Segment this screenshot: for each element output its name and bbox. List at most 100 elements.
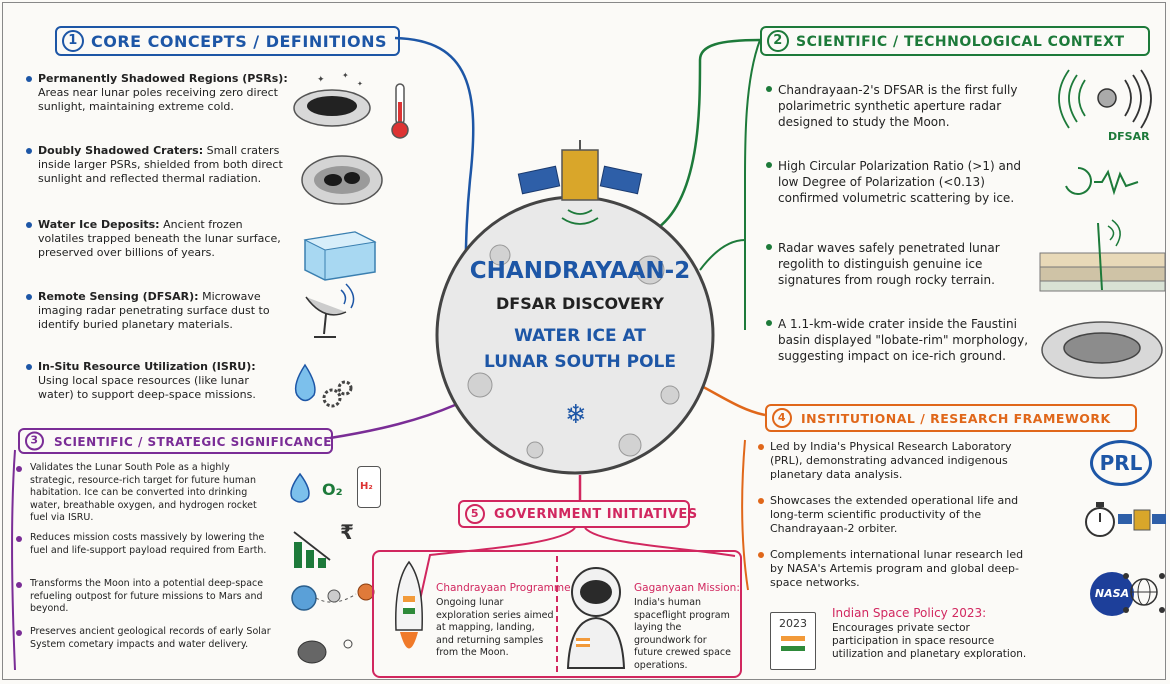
regolith-layers-icon (1039, 219, 1166, 292)
core-item-remote-sensing: Remote Sensing (DFSAR): Microwave imagin… (26, 290, 283, 332)
core-item-text: Microwave imaging radar penetrating surf… (38, 290, 270, 331)
institutional-item-1: Led by India's Physical Research Laborat… (758, 440, 1038, 482)
ice-block-icon (303, 231, 377, 281)
section-2-header: 2 SCIENTIFIC / TECHNOLOGICAL CONTEXT (760, 26, 1150, 56)
section-5-header: 5 GOVERNMENT INITIATIVES (458, 500, 697, 528)
significance-item-text: Validates the Lunar South Pole as a high… (30, 462, 257, 523)
rupee-icon: ₹ (340, 520, 354, 544)
section-5-number: 5 (465, 504, 485, 524)
institutional-item-text: Complements international lunar research… (770, 548, 1024, 589)
nasa-logo-text: NASA (1094, 587, 1130, 600)
government-divider (556, 556, 558, 672)
small-satellite-icon (1118, 509, 1166, 531)
moon-title: CHANDRAYAAN-2 (469, 258, 691, 284)
dfsar-label: DFSAR (1108, 130, 1150, 143)
context-item-1: Chandrayaan-2's DFSAR is the first fully… (766, 82, 1028, 130)
svg-text:✦: ✦ (342, 71, 349, 80)
chandrayaan-programme-title: Chandrayaan Programme: (436, 582, 575, 594)
core-item-text: Areas near lunar poles receiving zero di… (38, 86, 278, 113)
svg-text:✦: ✦ (357, 80, 363, 88)
prl-logo-text: PRL (1099, 451, 1143, 475)
moon-line-3: WATER ICE AT (514, 326, 646, 346)
chandrayaan-programme-text: Ongoing lunar exploration series aimed a… (436, 597, 554, 658)
section-1-title: CORE CONCEPTS / DEFINITIONS (91, 32, 388, 51)
gaganyaan-mission-title: Gaganyaan Mission: (634, 582, 740, 594)
water-drop-gear-icon (294, 363, 353, 408)
hydrogen-canister-icon: H₂ (357, 466, 381, 508)
significance-item-text: Preserves ancient geological records of … (30, 626, 271, 650)
thermometer-icon (391, 83, 409, 139)
section-3-number: 3 (25, 431, 44, 451)
hydrogen-label: H₂ (360, 481, 373, 492)
asteroid-icon (297, 639, 353, 664)
section-4-number: 4 (772, 408, 792, 428)
stopwatch-icon (1085, 502, 1115, 537)
policy-title: Indian Space Policy 2023: (832, 606, 987, 620)
section-1-header: 1 CORE CONCEPTS / DEFINITIONS (55, 26, 400, 56)
snowflake-icon: ❄ (565, 400, 587, 430)
context-item-text: Radar waves safely penetrated lunar rego… (778, 241, 1000, 287)
government-box (372, 550, 742, 678)
core-item-text: Ancient frozen volatiles trapped beneath… (38, 218, 281, 259)
core-item-isru: In-Situ Resource Utilization (ISRU): Usi… (26, 360, 288, 402)
astronaut-icon (566, 567, 626, 669)
polarization-icon (1065, 167, 1139, 196)
moon-subtitle: DFSAR DISCOVERY (495, 294, 665, 313)
moon-illustration (435, 195, 715, 475)
prl-logo: PRL (1090, 440, 1152, 486)
core-item-water-ice: Water Ice Deposits: Ancient frozen volat… (26, 218, 283, 260)
section-3-title: SCIENTIFIC / STRATEGIC SIGNIFICANCE (54, 435, 332, 449)
policy-document-icon: 2023 (770, 612, 816, 670)
core-item-term: Permanently Shadowed Regions (PSRs): (38, 72, 288, 85)
svg-text:✦: ✦ (317, 75, 325, 85)
significance-item-4: Preserves ancient geological records of … (16, 626, 275, 651)
policy-text: Encourages private sector participation … (832, 622, 1027, 660)
flag-icon (781, 636, 805, 651)
moon-line-4: LUNAR SOUTH POLE (483, 352, 677, 372)
significance-item-text: Transforms the Moon into a potential dee… (30, 578, 264, 614)
section-2-title: SCIENTIFIC / TECHNOLOGICAL CONTEXT (796, 34, 1125, 50)
core-item-term: Doubly Shadowed Craters: (38, 144, 204, 157)
earth-moon-refuel-icon (291, 583, 375, 611)
radar-waves-icon (1058, 69, 1152, 129)
core-item-term: In-Situ Resource Utilization (ISRU): (38, 360, 256, 373)
core-item-text: Small craters inside larger PSRs, shield… (38, 144, 283, 185)
context-item-text: A 1.1-km-wide crater inside the Faustini… (778, 317, 1029, 363)
core-item-term: Remote Sensing (DFSAR): (38, 290, 199, 303)
declining-cost-chart-icon (293, 531, 331, 568)
context-item-text: High Circular Polarization Ratio (>1) an… (778, 159, 1022, 205)
gaganyaan-mission-text: India's human spaceflight program laying… (634, 597, 731, 671)
institutional-item-text: Showcases the extended operational life … (770, 494, 1019, 535)
crater-stars-icon: ✦ ✦ ✦ (293, 71, 371, 127)
institutional-item-text: Led by India's Physical Research Laborat… (770, 440, 1012, 481)
significance-item-2: Reduces mission costs massively by lower… (16, 532, 275, 557)
core-item-doubly-shadowed: Doubly Shadowed Craters: Small craters i… (26, 144, 283, 186)
context-item-2: High Circular Polarization Ratio (>1) an… (766, 158, 1043, 206)
core-item-psr: Permanently Shadowed Regions (PSRs): Are… (26, 72, 293, 114)
significance-item-3: Transforms the Moon into a potential dee… (16, 578, 275, 616)
section-1-number: 1 (62, 30, 84, 52)
institutional-item-3: Complements international lunar research… (758, 548, 1038, 590)
institutional-item-2: Showcases the extended operational life … (758, 494, 1038, 536)
water-drop-icon (290, 472, 310, 503)
section-5-title: GOVERNMENT INITIATIVES (494, 507, 698, 522)
section-4-header: 4 INSTITUTIONAL / RESEARCH FRAMEWORK (765, 404, 1137, 432)
lobate-crater-icon (1041, 321, 1163, 379)
significance-item-1: Validates the Lunar South Pole as a high… (16, 462, 275, 525)
section-2-number: 2 (767, 30, 789, 52)
section-3-header: 3 SCIENTIFIC / STRATEGIC SIGNIFICANCE (18, 428, 333, 454)
context-item-4: A 1.1-km-wide crater inside the Faustini… (766, 316, 1029, 364)
core-item-term: Water Ice Deposits: (38, 218, 160, 231)
network-globe-icon (1123, 573, 1165, 613)
policy-year: 2023 (779, 617, 807, 630)
context-item-3: Radar waves safely penetrated lunar rego… (766, 240, 1028, 288)
satellite-dish-icon (305, 283, 355, 338)
section-4-title: INSTITUTIONAL / RESEARCH FRAMEWORK (801, 411, 1111, 426)
core-item-text: Using local space resources (like lunar … (38, 374, 256, 401)
double-crater-icon (301, 155, 383, 205)
significance-item-text: Reduces mission costs massively by lower… (30, 532, 267, 556)
oxygen-label: O₂ (322, 480, 343, 499)
satellite-icon (517, 140, 643, 225)
context-item-text: Chandrayaan-2's DFSAR is the first fully… (778, 83, 1018, 129)
